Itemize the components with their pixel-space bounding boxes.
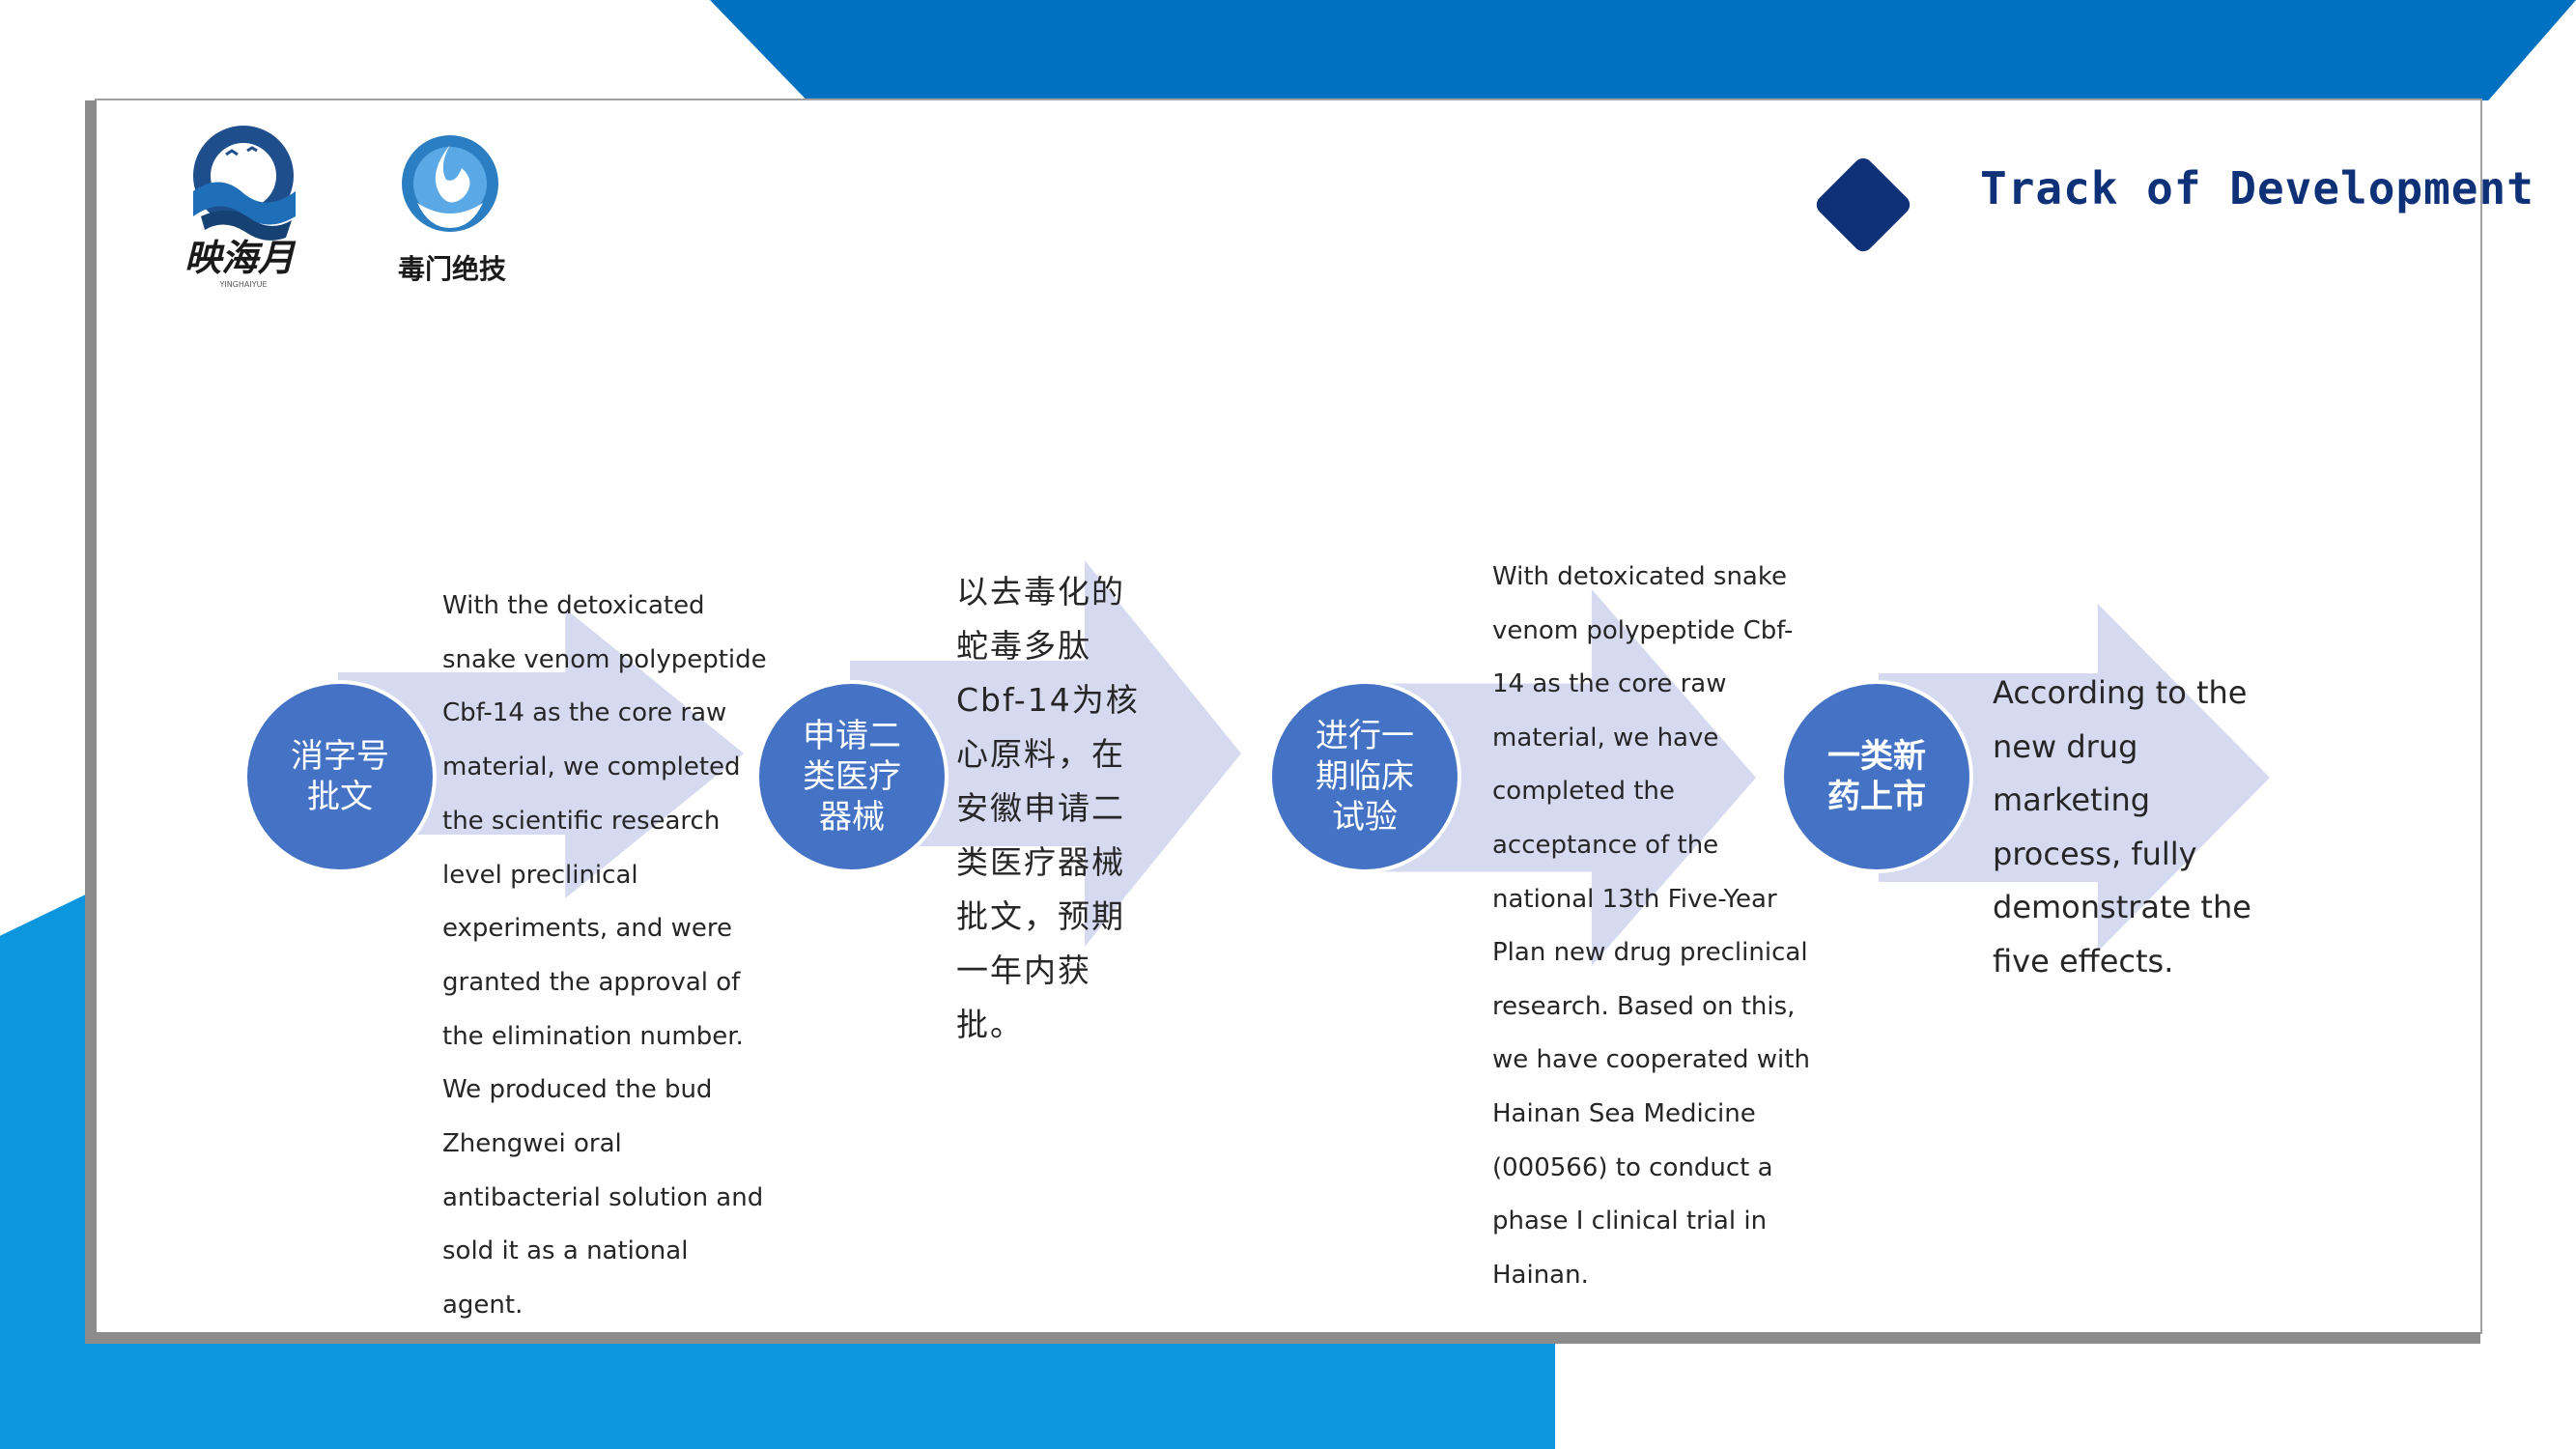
step-4-description: According to the new drug marketing proc…	[1993, 674, 2251, 980]
step-1-label: 消字号 批文	[291, 737, 389, 816]
step-2-description: 以去毒化的蛇毒多肽Cbf-14为核心原料，在安徽申请二类医疗器械批文，预期一年内…	[956, 573, 1140, 1043]
logo-left-name: 映海月	[184, 236, 297, 279]
step-circle-4: 一类新 药上市	[1780, 680, 1973, 873]
step-2-label: 申请二 类医疗 器械	[803, 717, 901, 837]
step-3-label: 进行一 期临床 试验	[1316, 717, 1414, 837]
step-circle-2: 申请二 类医疗 器械	[755, 680, 948, 873]
page-title: Track of Development	[1980, 162, 2534, 214]
step-circle-1: 消字号 批文	[243, 680, 437, 873]
top-blue-band	[710, 0, 2576, 100]
logo-right-name: 毒门绝技	[398, 253, 506, 285]
step-circle-3: 进行一 期临床 试验	[1268, 680, 1461, 873]
step-1-description: With the detoxicated snake venom polypep…	[442, 591, 767, 1321]
step-3-description: With detoxicated snake venom polypeptide…	[1492, 562, 1810, 1290]
logo-left-subtext: YINGHAIYUE	[218, 280, 267, 289]
yinghaiyue-logo: 映海月 YINGHAIYUE	[172, 116, 326, 295]
dumen-juji-logo: 毒门绝技	[384, 124, 529, 293]
step-4-label: 一类新 药上市	[1827, 737, 1926, 816]
